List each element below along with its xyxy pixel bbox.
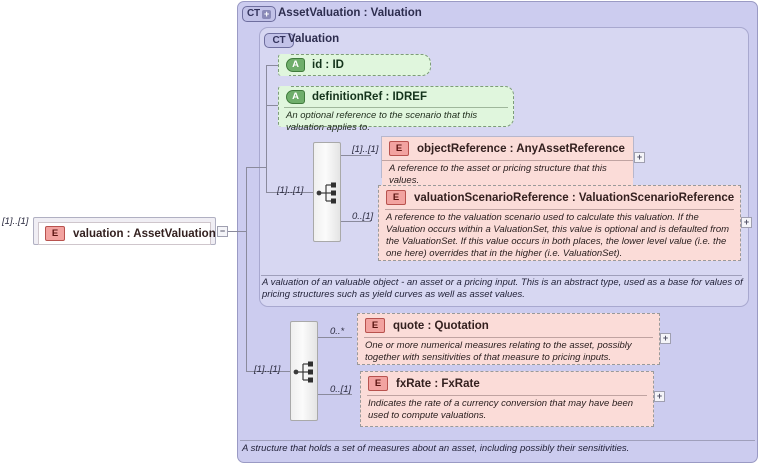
expand-button-fxrate[interactable]: + bbox=[654, 391, 665, 402]
cardinality-quote: 0..* bbox=[330, 326, 345, 337]
attribute-label-definitionref: definitionRef : IDREF bbox=[312, 91, 427, 103]
connector-root-to-panel bbox=[228, 231, 246, 232]
connector-compositor-to-valuationscenarioreference bbox=[341, 221, 371, 222]
base-type-panel-description: A valuation of an valuable object - an a… bbox=[262, 277, 743, 301]
connector-compositor-to-fxrate bbox=[318, 394, 352, 395]
element-icon: E bbox=[386, 190, 406, 205]
root-element-cardinality: [1]..[1] bbox=[2, 216, 29, 227]
sequence-icon bbox=[293, 361, 313, 383]
connector-outer-to-base bbox=[246, 167, 266, 168]
element-icon: E bbox=[389, 141, 409, 156]
element-box-fxrate[interactable]: E fxRate : FxRate Indicates the rate of … bbox=[360, 371, 654, 427]
expand-plus-icon: + bbox=[636, 152, 643, 162]
element-box-valuationscenarioreference[interactable]: E valuationScenarioReference : Valuation… bbox=[378, 185, 741, 261]
expand-button-valuationscenarioreference[interactable]: + bbox=[741, 217, 752, 228]
element-label-quote: quote : Quotation bbox=[393, 319, 489, 332]
connector-base-to-attr-definitionref bbox=[266, 105, 278, 106]
expand-plus-icon: + bbox=[662, 333, 669, 343]
collapse-minus-icon: − bbox=[219, 226, 226, 236]
attribute-icon: A bbox=[286, 58, 305, 72]
complex-type-panel-title: AssetValuation : Valuation bbox=[278, 7, 422, 19]
element-label-fxrate: fxRate : FxRate bbox=[396, 377, 480, 390]
connector-outer-spine bbox=[246, 167, 247, 371]
complex-type-badge-label: CT bbox=[247, 8, 260, 19]
element-box-quote[interactable]: E quote : Quotation One or more numerica… bbox=[357, 313, 660, 365]
base-type-badge-label: CT bbox=[272, 34, 286, 46]
outer-panel-desc-divider bbox=[240, 440, 755, 441]
sequence-icon bbox=[316, 182, 336, 204]
base-type-panel-title: Valuation bbox=[288, 33, 340, 45]
attribute-box-definitionref[interactable]: A definitionRef : IDREF An optional refe… bbox=[278, 86, 514, 133]
expand-button-objectreference[interactable]: + bbox=[634, 152, 645, 163]
complex-type-panel-description: A structure that holds a set of measures… bbox=[242, 443, 630, 454]
base-type-badge-icon[interactable]: CT bbox=[264, 33, 294, 48]
expand-plus-icon: + bbox=[743, 217, 750, 227]
element-label-valuationscenarioreference: valuationScenarioReference : ValuationSc… bbox=[414, 191, 735, 204]
element-icon: E bbox=[368, 376, 388, 391]
expand-button-quote[interactable]: + bbox=[660, 333, 671, 344]
element-box-objectreference[interactable]: E objectReference : AnyAssetReference A … bbox=[381, 136, 634, 192]
element-description-fxrate: Indicates the rate of a currency convers… bbox=[367, 395, 647, 426]
attribute-box-id[interactable]: A id : ID bbox=[278, 54, 431, 76]
root-element-valuation[interactable]: E valuation : AssetValuation bbox=[33, 217, 216, 245]
element-description-valuationscenarioreference: A reference to the valuation scenario us… bbox=[385, 209, 734, 265]
complex-type-badge-icon[interactable]: CT+ bbox=[242, 6, 276, 22]
root-element-collapse-button[interactable]: − bbox=[217, 226, 228, 237]
compositor-cardinality-base: [1]..[1] bbox=[277, 185, 304, 196]
element-icon: E bbox=[365, 318, 385, 333]
connector-outer-to-derived-compositor bbox=[246, 371, 290, 372]
connector-compositor-to-objectreference bbox=[341, 155, 371, 156]
attribute-description-definitionref: An optional reference to the scenario th… bbox=[284, 107, 508, 137]
attribute-label-id: id : ID bbox=[312, 59, 344, 71]
compositor-cardinality-derived: [1]..[1] bbox=[254, 364, 281, 375]
connector-base-to-attr-id bbox=[266, 65, 278, 66]
cardinality-objectreference: [1]..[1] bbox=[352, 144, 379, 155]
connector-compositor-to-quote bbox=[318, 337, 352, 338]
connector-base-spine bbox=[266, 65, 267, 192]
base-panel-desc-divider bbox=[261, 275, 742, 276]
connector-base-to-compositor bbox=[266, 192, 313, 193]
cardinality-fxrate: 0..[1] bbox=[330, 384, 352, 395]
root-element-label: valuation : AssetValuation bbox=[73, 227, 216, 240]
sequence-compositor-base[interactable] bbox=[313, 142, 341, 242]
expand-plus-icon[interactable]: + bbox=[261, 8, 271, 19]
cardinality-valuationscenarioreference: 0..[1] bbox=[352, 211, 374, 222]
element-description-quote: One or more numerical measures relating … bbox=[364, 337, 653, 368]
expand-plus-icon: + bbox=[656, 391, 663, 401]
sequence-compositor-derived[interactable] bbox=[290, 321, 318, 421]
attribute-icon: A bbox=[286, 90, 305, 104]
element-label-objectreference: objectReference : AnyAssetReference bbox=[417, 142, 625, 155]
element-icon: E bbox=[45, 226, 65, 241]
